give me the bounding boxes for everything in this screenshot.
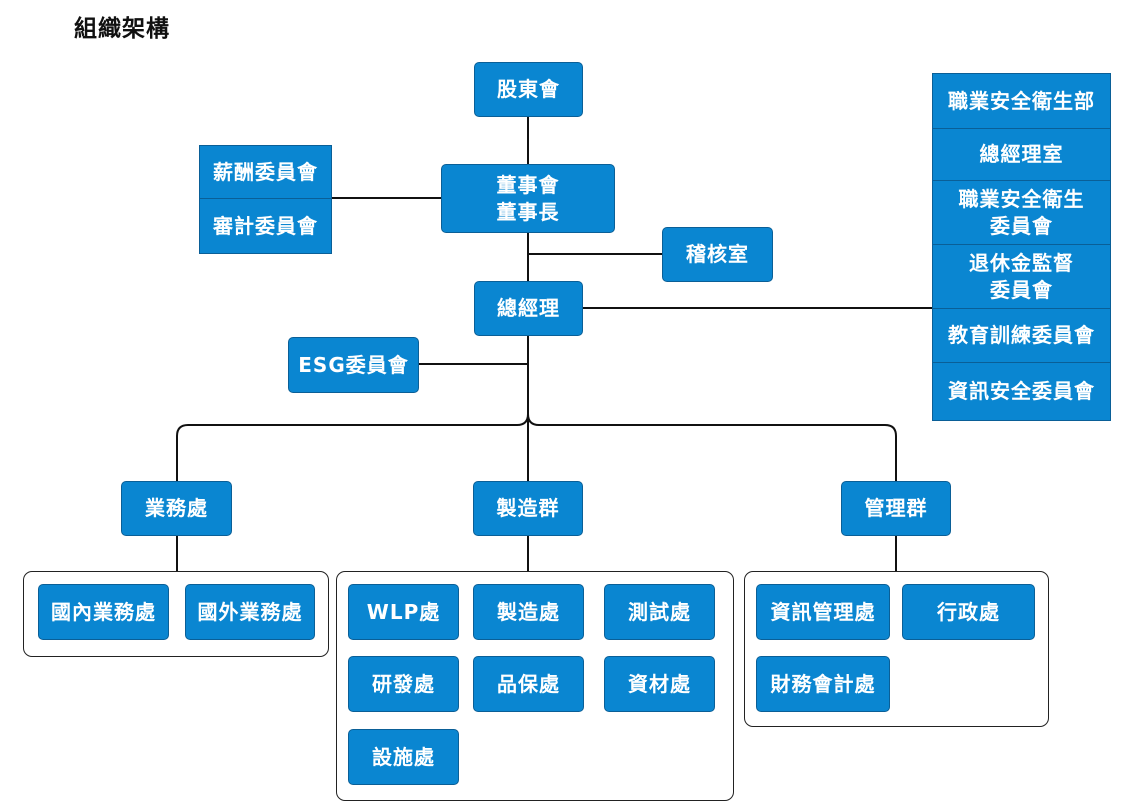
panel-item: 職業安全衛生部 [933,74,1110,129]
wlp-dept-box: WLP處 [348,584,459,640]
audit-committee-box: 審計委員會 [199,198,332,254]
board-box: 董事會 董事長 [441,164,615,233]
connector-line [527,413,897,482]
management-group-label: 管理群 [864,496,928,520]
panel-item: 總經理室 [933,129,1110,181]
testing-dept-box: 測試處 [604,584,715,640]
esg-committee-box: ESG委員會 [288,337,419,393]
manufacturing-group-label: 製造群 [496,496,560,520]
sales-box: 業務處 [121,481,232,536]
panel-item: 教育訓練委員會 [933,309,1110,363]
administration-dept-box: 行政處 [902,584,1035,640]
connector-line [176,413,529,482]
internal-audit-box: 稽核室 [662,227,773,282]
compensation-committee-label: 薪酬委員會 [213,160,318,184]
domestic-sales-box: 國內業務處 [38,584,169,640]
rnd-dept-box: 研發處 [348,656,459,712]
esg-committee-label: ESG委員會 [298,352,409,377]
internal-audit-label: 稽核室 [686,242,749,266]
manufacturing-dept-box: 製造處 [473,584,584,640]
overseas-sales-box: 國外業務處 [185,584,315,640]
manufacturing-group-box: 製造群 [473,481,583,536]
finance-accounting-dept-box: 財務會計處 [756,656,890,712]
compensation-committee-box: 薪酬委員會 [199,145,332,200]
shareholders-label: 股東會 [497,77,560,101]
page-title: 組織架構 [74,16,170,42]
board-label: 董事會 董事長 [496,172,560,224]
it-management-dept-box: 資訊管理處 [756,584,890,640]
facilities-dept-box: 設施處 [348,729,459,785]
management-group-box: 管理群 [841,481,951,536]
president-staff-panel: 職業安全衛生部 總經理室 職業安全衛生 委員會 退休金監督 委員會 教育訓練委員… [932,73,1111,421]
panel-item: 資訊安全委員會 [948,379,1095,403]
panel-item: 退休金監督 委員會 [933,245,1110,309]
panel-item: 職業安全衛生 委員會 [933,181,1110,245]
president-box: 總經理 [474,281,583,336]
audit-committee-label: 審計委員會 [213,213,318,238]
qa-dept-box: 品保處 [473,656,584,712]
president-label: 總經理 [497,296,560,320]
sales-label: 業務處 [145,496,208,520]
materials-dept-box: 資材處 [604,656,715,712]
shareholders-box: 股東會 [474,62,583,117]
